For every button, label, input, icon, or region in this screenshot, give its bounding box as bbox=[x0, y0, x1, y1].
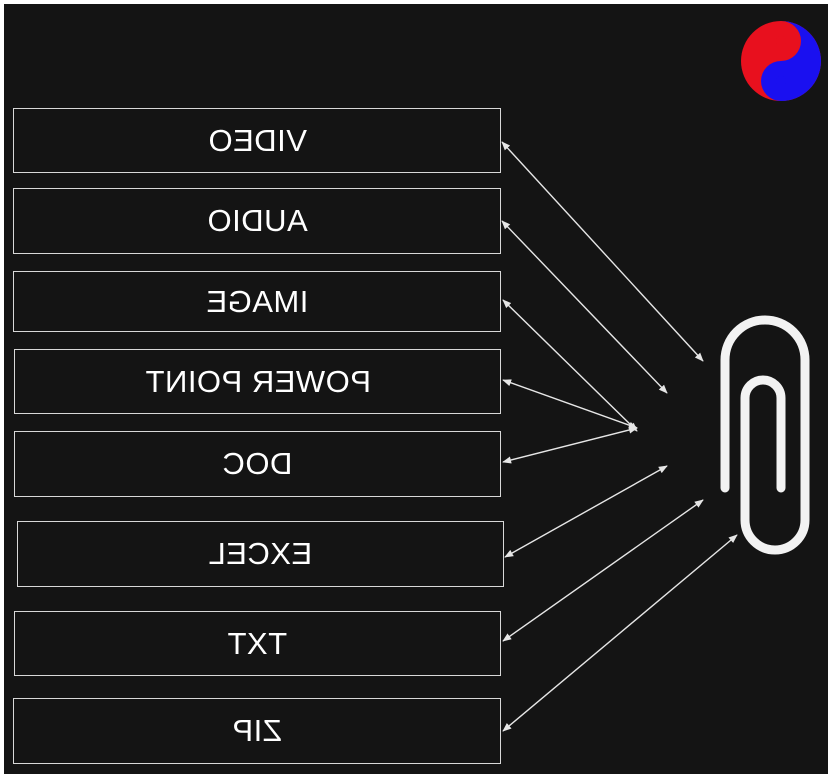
paperclip-icon bbox=[720, 315, 810, 555]
file-type-doc: DOC bbox=[14, 431, 501, 497]
arrow-doc bbox=[502, 426, 638, 464]
arrow-image bbox=[502, 299, 638, 432]
yin-yang-icon bbox=[741, 21, 821, 101]
file-type-txt: TXT bbox=[14, 611, 501, 676]
arrow-audio bbox=[501, 220, 668, 394]
file-type-image: IMAGE bbox=[13, 271, 501, 332]
file-type-zip: ZIP bbox=[13, 698, 501, 764]
arrow-zip bbox=[502, 534, 738, 732]
arrow-txt bbox=[502, 499, 704, 642]
file-type-video: VIDEO bbox=[13, 108, 501, 173]
file-type-powerpoint: POWER POINT bbox=[14, 349, 501, 414]
arrow-powerpoint bbox=[502, 379, 638, 429]
file-type-excel: EXCEL bbox=[17, 521, 504, 587]
file-type-audio: AUDIO bbox=[13, 188, 501, 254]
